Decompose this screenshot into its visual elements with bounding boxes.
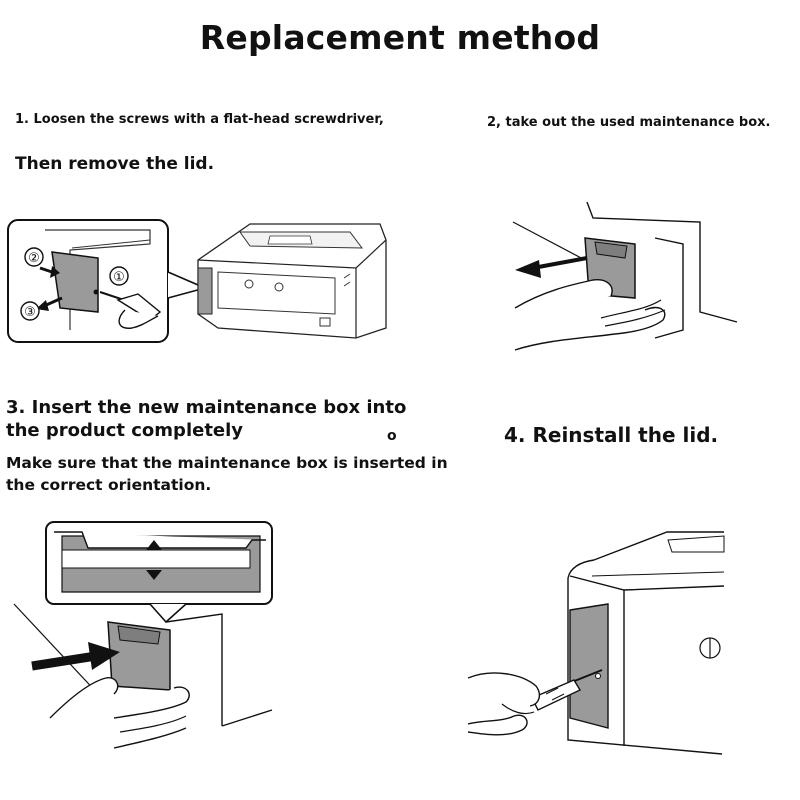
step3-note: Make sure that the maintenance box is in… [6,454,448,494]
step4-illustration [467,531,725,755]
step1-instruction: 1. Loosen the screws with a flat-head sc… [15,112,384,127]
callout-1: ① [113,270,125,285]
callout-3: ③ [24,305,36,320]
step1-subinstruction: Then remove the lid. [15,154,215,174]
page-title: Replacement method [199,18,601,57]
step2-illustration [512,201,738,351]
callout-2: ② [28,251,40,266]
step3-marker: o [387,428,397,444]
step3-instruction: 3. Insert the new maintenance box into t… [6,397,407,441]
step3-illustration [13,521,273,749]
step1-illustration: ② ① ③ [7,219,387,343]
step2-instruction: 2, take out the used maintenance box. [487,115,771,130]
step4-instruction: 4. Reinstall the lid. [504,423,719,447]
